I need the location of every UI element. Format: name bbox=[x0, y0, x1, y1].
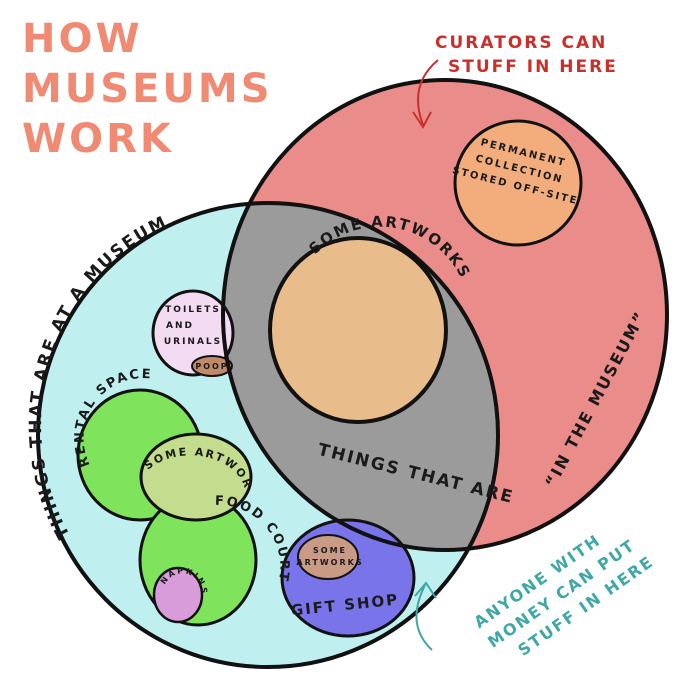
curators-arrow-icon bbox=[412, 59, 439, 129]
svg-text:URINALS: URINALS bbox=[164, 337, 222, 347]
curators-line-1: CURATORS CAN bbox=[435, 33, 607, 53]
title-line-1: HOW bbox=[22, 16, 143, 62]
svg-text:AND: AND bbox=[166, 321, 194, 331]
title-line-3: WORK bbox=[22, 116, 174, 162]
gift-shop-circle bbox=[280, 518, 416, 638]
permanent-collection-circle bbox=[453, 119, 583, 247]
rental-artworks-circle bbox=[139, 432, 253, 522]
svg-text:TOILETS: TOILETS bbox=[165, 305, 221, 315]
title: HOW MUSEUMS WORK bbox=[22, 16, 273, 162]
svg-text:SOME: SOME bbox=[313, 546, 347, 555]
money-arrow-icon bbox=[414, 581, 437, 651]
poop-label: POOP bbox=[195, 362, 228, 371]
poop-circle bbox=[191, 355, 233, 377]
curators-note: CURATORS CAN STUFF IN HERE bbox=[412, 33, 618, 129]
curators-line-2: STUFF IN HERE bbox=[448, 57, 618, 77]
some-artworks-circle bbox=[268, 236, 448, 424]
set-outlines bbox=[36, 78, 669, 669]
toilets-circle bbox=[151, 289, 235, 377]
inner-circles bbox=[76, 119, 583, 638]
napkins-circle bbox=[152, 566, 204, 624]
gift-artworks-label: SOME ARTWORKS bbox=[296, 546, 363, 567]
svg-text:ARTWORKS: ARTWORKS bbox=[296, 558, 363, 567]
gift-artworks-circle bbox=[297, 534, 359, 580]
title-line-2: MUSEUMS bbox=[22, 66, 273, 112]
toilets-label: TOILETS AND URINALS bbox=[164, 305, 222, 347]
